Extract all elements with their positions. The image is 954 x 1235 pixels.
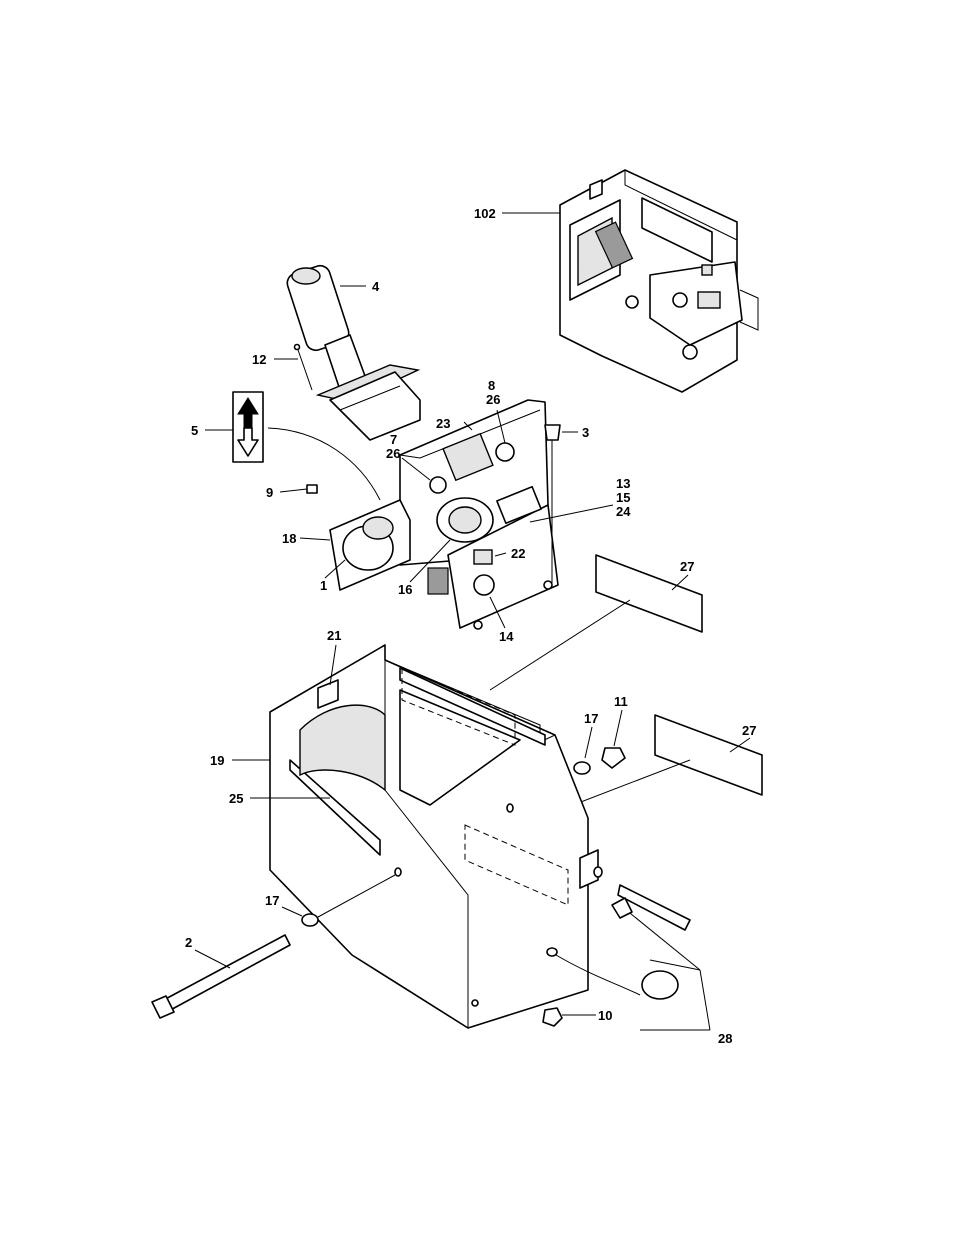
callout-11: 11 [614, 694, 628, 709]
callout-18: 18 [282, 531, 296, 546]
callout-4: 4 [372, 279, 380, 294]
callout-7: 7 [390, 432, 397, 447]
callout-16: 16 [398, 582, 412, 597]
callout-14: 14 [499, 629, 514, 644]
callout-23: 23 [436, 416, 450, 431]
callout-13: 13 [616, 476, 630, 491]
callout-9: 9 [266, 485, 273, 500]
switch-bracket [399, 399, 559, 630]
callout-2: 2 [185, 935, 192, 950]
callout-17-left: 17 [265, 893, 279, 908]
callout-25: 25 [229, 791, 243, 806]
callout-8: 8 [488, 378, 495, 393]
callout-28: 28 [718, 1031, 732, 1046]
callout-10: 10 [598, 1008, 612, 1023]
callout-26-top: 26 [486, 392, 500, 407]
tether-pin-assembly [542, 884, 701, 1027]
assembled-control-box [559, 169, 759, 393]
callout-labels: 102 4 12 8 26 5 23 3 7 26 9 13 15 24 18 … [185, 206, 756, 1046]
callout-24: 24 [616, 504, 631, 519]
long-bolt [151, 874, 396, 1019]
callout-26-mid: 26 [386, 446, 400, 461]
washer-and-nut [573, 747, 626, 775]
callout-22: 22 [511, 546, 525, 561]
callout-27-bottom: 27 [742, 723, 756, 738]
callout-17-right: 17 [584, 711, 598, 726]
callout-27-top: 27 [680, 559, 694, 574]
callout-102: 102 [474, 206, 496, 221]
callout-1: 1 [320, 578, 327, 593]
decal-strips [489, 554, 763, 811]
direction-decal [232, 391, 381, 501]
joystick-controller [286, 264, 421, 441]
callout-19: 19 [210, 753, 224, 768]
potentiometer-bracket [329, 499, 411, 591]
callout-15: 15 [616, 490, 630, 505]
main-enclosure [269, 644, 603, 1029]
callout-5: 5 [191, 423, 198, 438]
callout-21: 21 [327, 628, 341, 643]
callout-12: 12 [252, 352, 266, 367]
callout-3: 3 [582, 425, 589, 440]
small-hardware [293, 343, 561, 585]
leader-lines [194, 212, 751, 1031]
